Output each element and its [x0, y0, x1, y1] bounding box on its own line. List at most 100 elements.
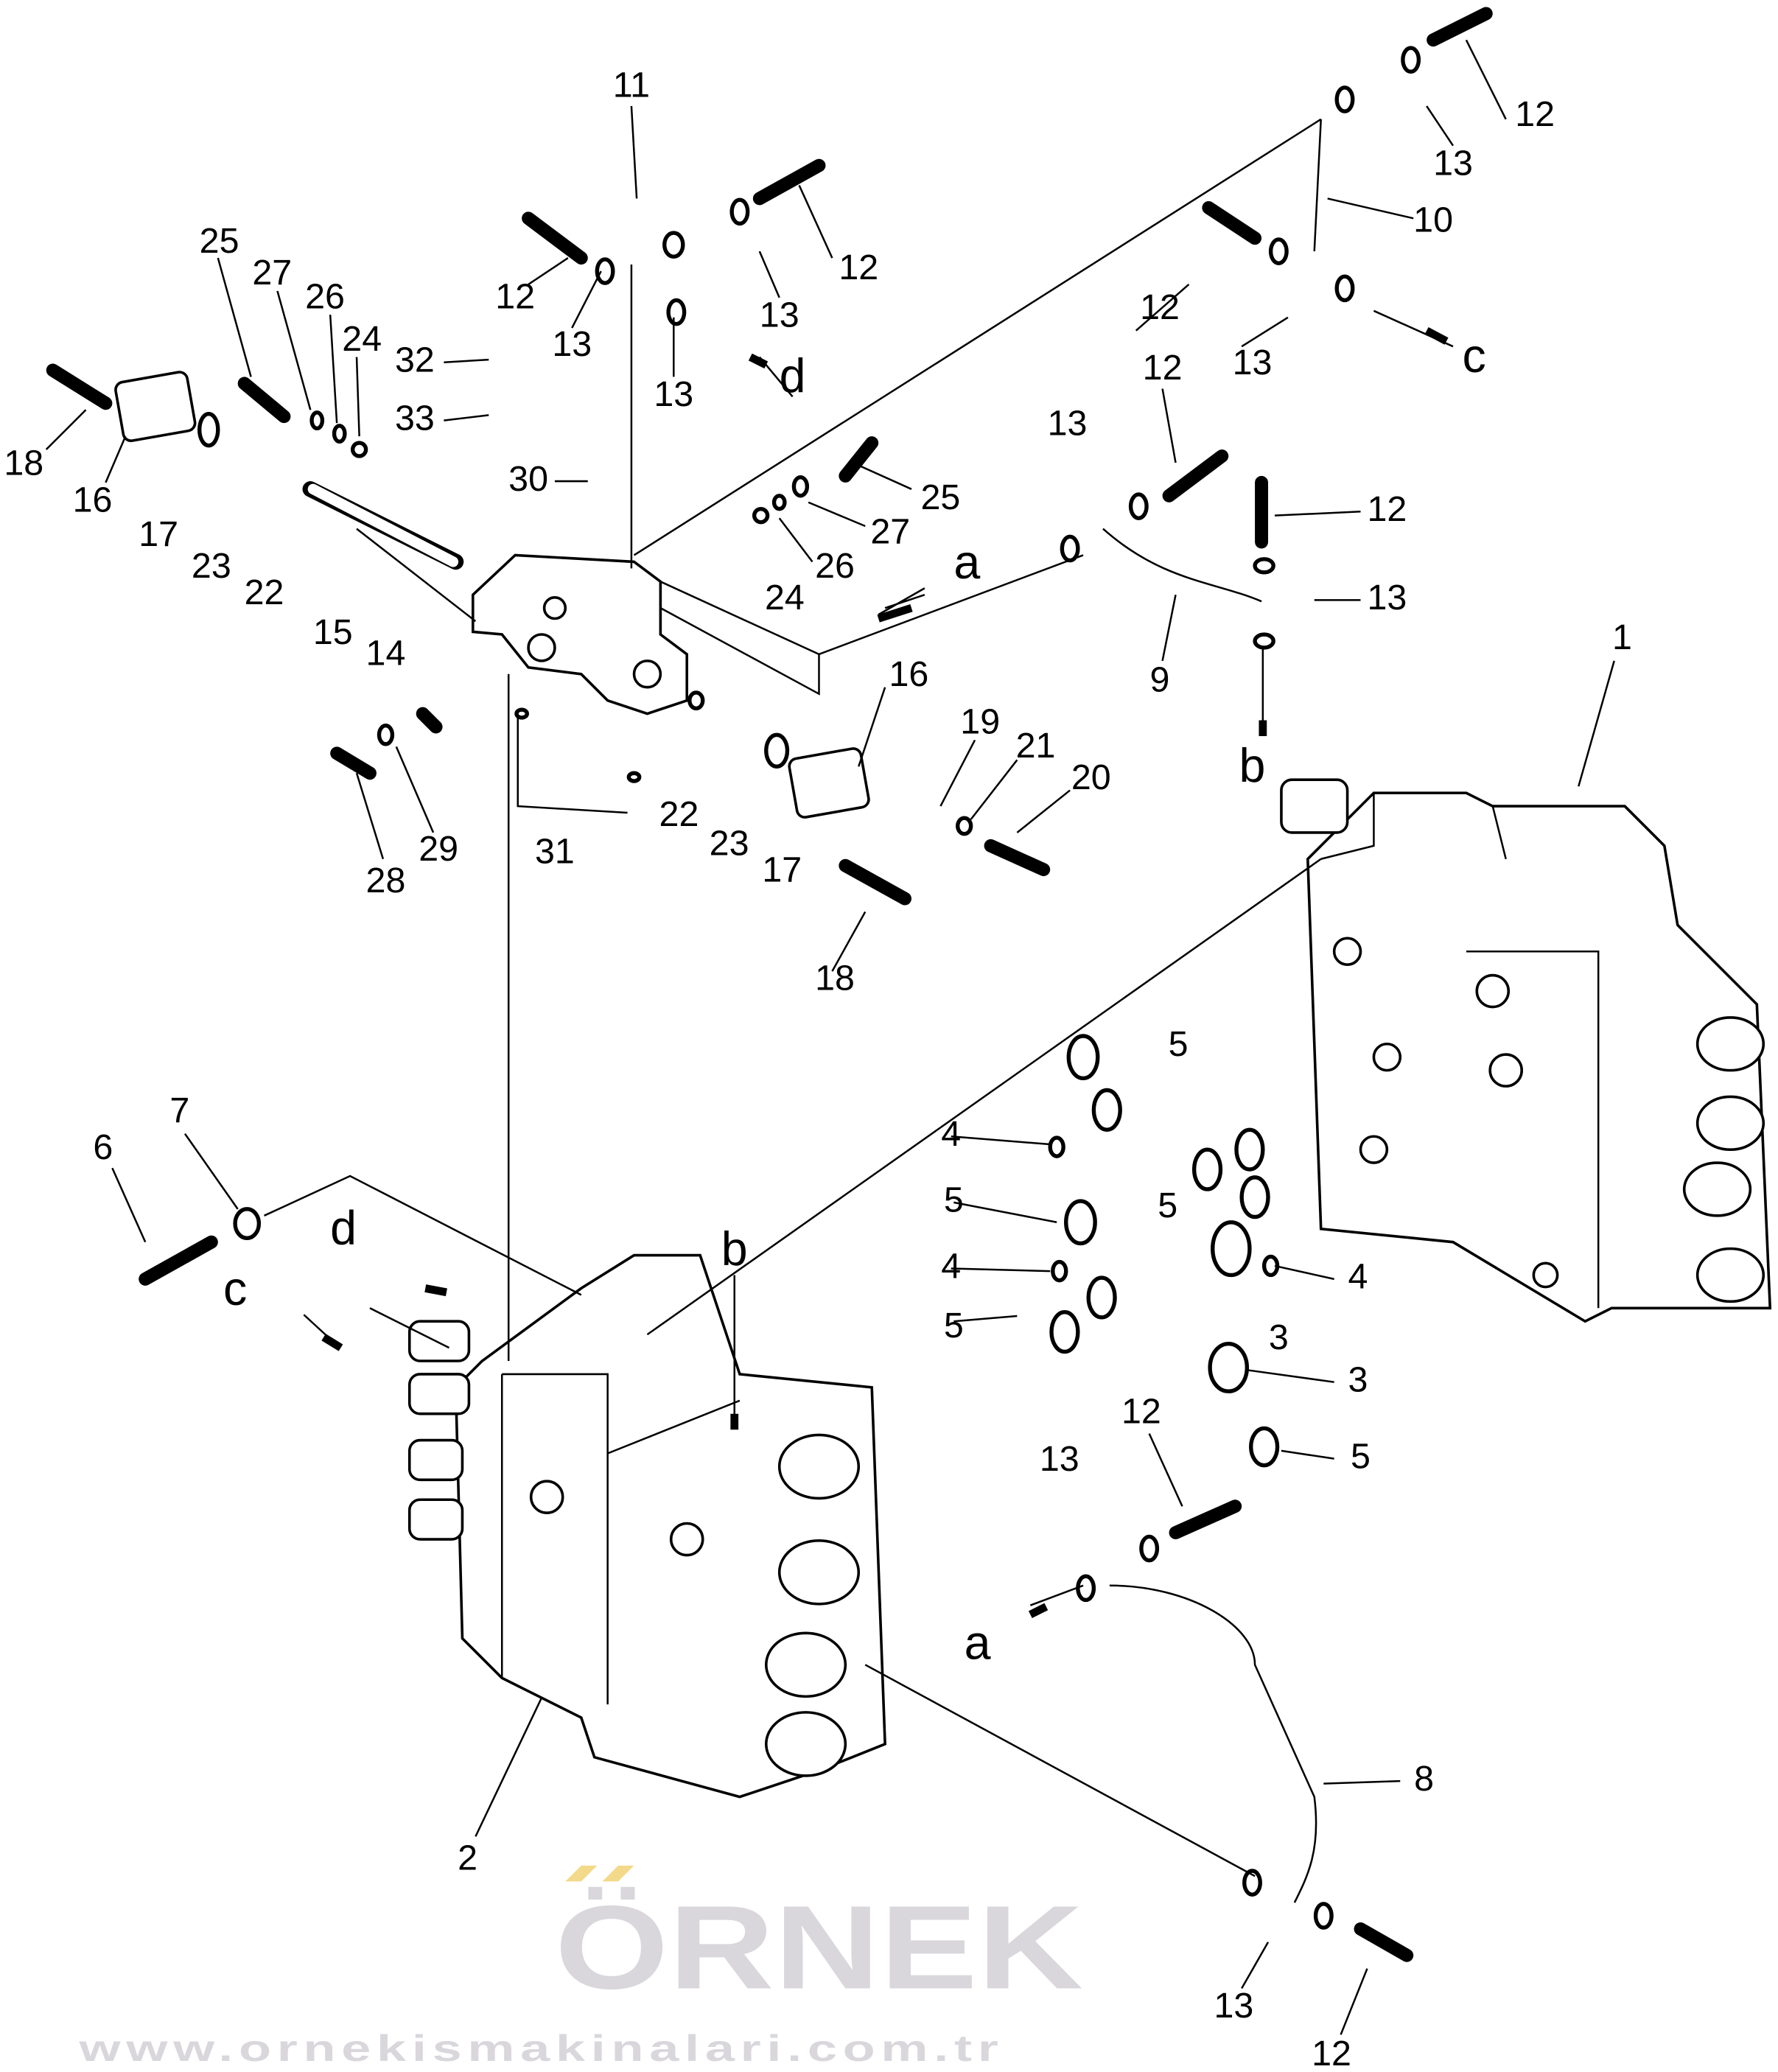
flow-arrow-icon — [1028, 1603, 1049, 1619]
connector-line — [864, 1664, 1256, 1877]
o-ring — [1401, 46, 1421, 74]
connector-line — [1029, 1584, 1084, 1606]
leader-line — [1016, 789, 1071, 833]
bolt-icon — [839, 436, 879, 483]
callout-32: 32 — [395, 340, 435, 379]
connector-line — [303, 1307, 450, 1349]
callout-13: 13 — [1367, 578, 1407, 617]
o-ring — [1086, 1275, 1117, 1320]
callout-18: 18 — [815, 958, 855, 998]
connector-line — [633, 118, 1322, 556]
callout-c: c — [1463, 329, 1486, 382]
flow-arrow-icon — [1424, 326, 1449, 345]
connector-line — [659, 554, 1084, 656]
callout-d: d — [780, 349, 806, 402]
callout-1: 1 — [1612, 617, 1632, 657]
callout-17: 17 — [762, 850, 802, 889]
bolt-icon — [330, 746, 377, 780]
leader-line — [1241, 1942, 1270, 1989]
leader-line — [831, 911, 867, 972]
callout-7: 7 — [169, 1091, 189, 1130]
flange-16 — [788, 747, 870, 819]
leader-line — [528, 257, 569, 285]
leader-line — [444, 414, 489, 421]
connector-line — [659, 607, 820, 696]
callout-22: 22 — [659, 794, 699, 834]
o-ring — [377, 724, 395, 746]
callout-26: 26 — [305, 276, 345, 316]
leader-line — [970, 759, 1018, 820]
leader-line — [1465, 39, 1507, 120]
o-ring — [1334, 274, 1355, 303]
o-ring — [791, 475, 810, 498]
leader-line — [276, 290, 312, 410]
callout-d: d — [330, 1201, 357, 1254]
leader-line — [1247, 1369, 1334, 1383]
bolt-icon — [1169, 1499, 1242, 1540]
callout-12: 12 — [1143, 348, 1183, 388]
leader-line — [395, 746, 435, 833]
callout-5: 5 — [944, 1180, 964, 1220]
leader-line — [1135, 283, 1190, 332]
callout-13: 13 — [1040, 1439, 1079, 1479]
leader-line — [111, 1167, 147, 1243]
leader-line — [951, 1267, 1051, 1273]
bolt-icon — [1427, 7, 1493, 47]
callout-12: 12 — [1140, 287, 1180, 327]
callout-25: 25 — [921, 477, 961, 517]
bolt-icon — [1162, 449, 1229, 503]
leader-line — [878, 587, 925, 616]
callout-13: 13 — [1048, 404, 1088, 444]
o-ring — [1334, 85, 1355, 113]
o-ring — [1060, 534, 1080, 563]
watermark-umlaut-left — [565, 1865, 598, 1882]
callout-22: 22 — [245, 573, 284, 612]
o-ring — [1049, 1309, 1080, 1354]
watermark-brand: ÖRNEK — [555, 1882, 1083, 2015]
o-ring — [350, 441, 368, 458]
leader-line — [355, 357, 360, 437]
leader-line — [1426, 105, 1455, 147]
o-ring — [1253, 632, 1275, 650]
callout-9: 9 — [1150, 659, 1170, 699]
callout-26: 26 — [815, 546, 855, 586]
watermark-url: www.ornekismakinalari.com.tr — [78, 2028, 1004, 2069]
callout-19: 19 — [960, 702, 1000, 742]
callout-10: 10 — [1413, 200, 1453, 239]
o-ring — [1191, 1147, 1223, 1191]
small-parts — [46, 7, 1493, 1962]
o-ring — [332, 424, 347, 444]
o-ring — [956, 816, 973, 836]
o-ring — [309, 410, 325, 431]
callout-29: 29 — [419, 829, 458, 869]
callout-2: 2 — [458, 1838, 477, 1877]
callout-24: 24 — [342, 319, 382, 359]
watermark-umlaut-right — [602, 1865, 634, 1882]
o-ring — [687, 690, 705, 711]
o-ring — [1128, 492, 1149, 520]
bolt-icon — [416, 707, 443, 734]
bolt-icon — [752, 158, 826, 206]
leader-line — [939, 739, 976, 807]
callout-16: 16 — [889, 654, 928, 694]
o-ring — [626, 771, 642, 783]
leader-line — [951, 1135, 1051, 1146]
callout-13: 13 — [1233, 343, 1273, 382]
spool-15-inner — [307, 483, 459, 567]
o-ring — [752, 507, 770, 525]
o-ring — [1091, 1088, 1122, 1132]
callout-27: 27 — [252, 253, 292, 293]
leader-line — [1323, 1779, 1401, 1785]
leader-line — [808, 501, 866, 528]
callout-4: 4 — [941, 1246, 961, 1286]
callout-b: b — [721, 1222, 748, 1275]
leader-line — [217, 257, 252, 377]
callout-15: 15 — [313, 612, 353, 652]
callout-30: 30 — [508, 459, 548, 499]
leader-line — [45, 409, 87, 450]
callout-13: 13 — [1214, 1986, 1253, 2026]
bolt-icon — [46, 363, 113, 410]
